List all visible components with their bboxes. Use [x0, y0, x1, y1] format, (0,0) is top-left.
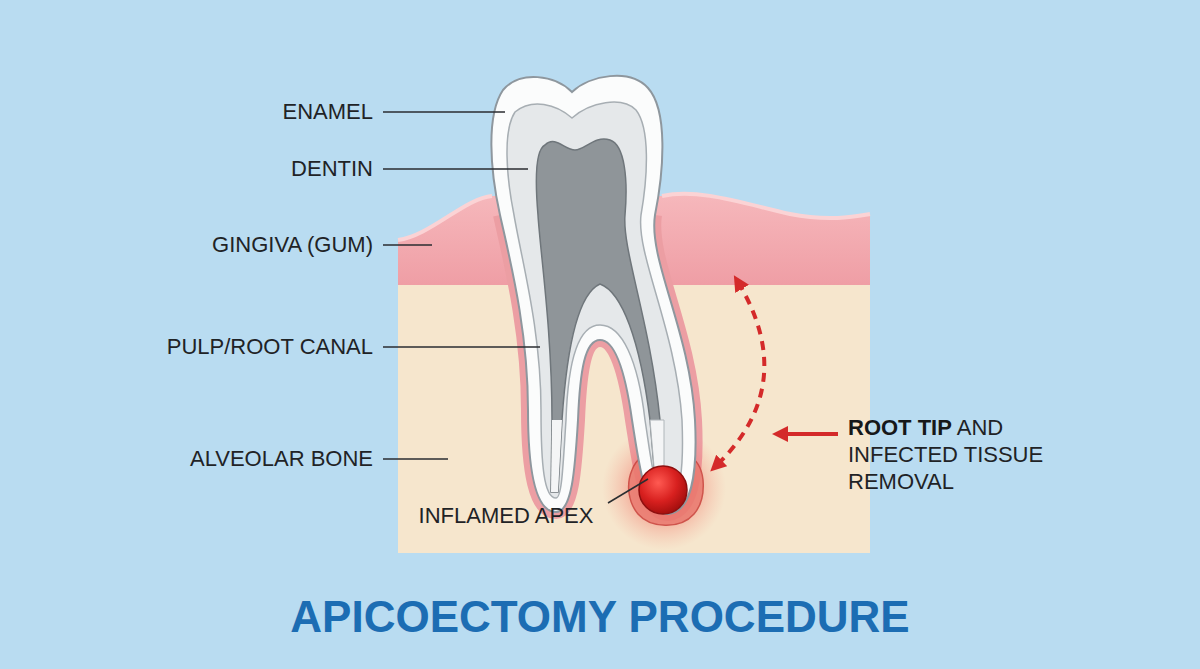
leader-line — [383, 458, 448, 460]
leader-line — [383, 111, 505, 113]
callout-text-part: ROOT TIP — [848, 415, 952, 440]
part-label: PULP/ROOT CANAL — [167, 334, 373, 360]
dashed-arc-arrow — [716, 282, 764, 466]
leader-line — [383, 244, 432, 246]
tooth-dentin — [507, 102, 683, 500]
callout-text: ROOT TIP AND INFECTED TISSUE REMOVAL — [848, 414, 1063, 495]
gingiva-highlight — [662, 194, 870, 218]
leader-line — [608, 479, 648, 503]
part-label: DENTIN — [291, 156, 373, 182]
diagram-title: APICOECTOMY PROCEDURE — [0, 592, 1200, 642]
part-label: GINGIVA (GUM) — [212, 232, 373, 258]
pulp — [536, 139, 664, 492]
inflamed-apex — [639, 466, 687, 514]
callout-label: INFLAMED APEX — [419, 503, 594, 529]
leader-line — [383, 168, 528, 170]
pointer-arrow — [780, 432, 838, 436]
leader-lines — [383, 112, 648, 503]
part-label: ALVEOLAR BONE — [190, 446, 373, 472]
root-canal-filling — [551, 420, 562, 492]
part-label: ENAMEL — [283, 99, 373, 125]
tooth-enamel — [491, 76, 695, 514]
leader-line — [383, 346, 540, 348]
gingiva-highlight — [398, 196, 492, 240]
